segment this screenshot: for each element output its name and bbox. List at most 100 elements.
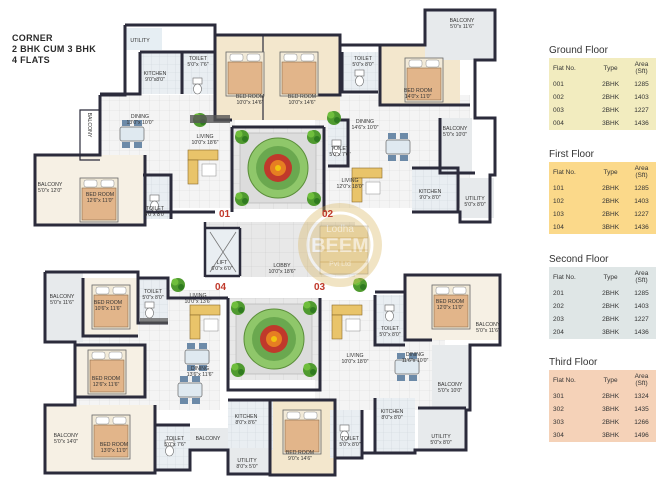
table-cell: 2BHK: [602, 211, 620, 218]
col-type: Type: [603, 376, 618, 384]
table-cell: 1436: [634, 120, 649, 127]
room-name: UTILITY: [431, 434, 451, 440]
room-name: LIVING: [196, 134, 213, 140]
room-name: BALCONY: [54, 433, 79, 439]
lower-block: [43, 270, 502, 477]
room-name: TOILET: [381, 326, 400, 332]
title-line-3: 4 FLATS: [12, 55, 50, 65]
table-cell: 304: [553, 432, 564, 439]
col-type: Type: [603, 273, 618, 281]
table-cell: 3BHK: [602, 329, 620, 336]
room-name: DINING: [406, 352, 424, 358]
room-name: DINING: [131, 114, 149, 120]
table-cell: 201: [553, 290, 564, 297]
room-dimension: 12'0"x 18'0": [336, 184, 363, 190]
room-dimension: 11'6"x 10'0": [402, 358, 429, 364]
title-line-1: CORNER: [12, 33, 53, 43]
col-area: Area(Sft): [627, 162, 656, 182]
room-name: TOILET: [189, 56, 208, 62]
room-dimension: 12'6"x 11'6": [93, 382, 120, 388]
table-cell: 1227: [634, 316, 649, 323]
col-type: Type: [603, 168, 618, 176]
room-dimension: 5'0"x 11'6": [50, 300, 74, 306]
upper-block: [33, 8, 497, 227]
table-cell: 004: [553, 120, 564, 127]
room-name: BALCONY: [86, 113, 92, 138]
plan-title: CORNER 2 BHK CUM 3 BHK 4 FLATS: [12, 33, 96, 66]
room-dimension: 9'0"x 14'6": [288, 456, 312, 462]
room-dimension: 10'0"x 13'6": [184, 299, 211, 305]
room-name: BALCONY: [476, 322, 501, 328]
room-dimension: 5'0"x 8'0": [464, 202, 485, 208]
title-line-2: 2 BHK CUM 3 BHK: [12, 44, 97, 54]
room-dimension: 8'0"x 5'0": [236, 464, 257, 470]
room-name: DINING: [191, 366, 209, 372]
table-cell: 1436: [634, 224, 649, 231]
col-flat-no: Flat No.: [553, 376, 576, 384]
table-cell: 1435: [634, 406, 649, 413]
room-dimension: 5'0"x 10'0": [438, 388, 462, 394]
room-dimension: 13'6"x 11'6": [187, 372, 214, 378]
col-area-line1: Area: [634, 373, 649, 380]
room-dimension: 9'0"x 8'0": [419, 195, 440, 201]
room-name: BED ROOM: [236, 94, 264, 100]
room-dimension: 10'0"x 14'6": [288, 100, 315, 106]
core-lobby: [203, 222, 369, 278]
room-name: LOBBY: [273, 263, 291, 269]
room-name: BED ROOM: [94, 300, 122, 306]
room-dimension: 10'0"x 18'6": [268, 269, 295, 275]
room-dimension: 5'0"x 10'0": [443, 132, 467, 138]
table-cell: 204: [553, 329, 564, 336]
room-dimension: 5'0"x 11'6": [476, 328, 500, 334]
col-area: Area(Sft): [627, 58, 656, 78]
room-dimension: 14'0"x 11'0": [405, 94, 432, 100]
watermark-line1: Lodha: [326, 224, 354, 235]
col-flat-no: Flat No.: [553, 64, 576, 72]
room-name: LIVING: [346, 353, 363, 359]
room-dimension: 10'0"x 18'0": [341, 359, 368, 365]
room-name: KITCHEN: [381, 409, 404, 415]
room-name: LIFT: [217, 260, 228, 266]
room-dimension: 10'0"x 14'6": [236, 100, 263, 106]
table-cell: 2BHK: [602, 81, 620, 88]
room-name: BALCONY: [196, 436, 221, 442]
room-name: BED ROOM: [288, 94, 316, 100]
room-name: UTILITY: [465, 196, 485, 202]
table-cell: 2BHK: [602, 107, 620, 114]
table-cell: 1227: [634, 211, 649, 218]
room-name: BALCONY: [38, 182, 63, 188]
table-cell: 2BHK: [602, 290, 620, 297]
table-cell: 2BHK: [602, 94, 620, 101]
room-dimension: 13'0"x 11'0": [101, 448, 128, 454]
table-cell: 303: [553, 419, 564, 426]
room-name: UTILITY: [130, 38, 150, 44]
